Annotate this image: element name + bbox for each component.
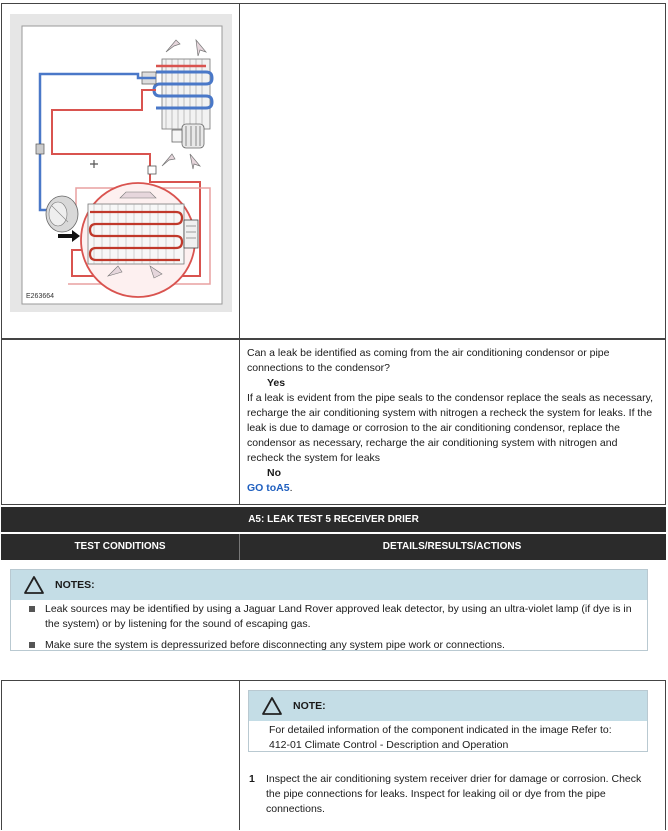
- column-divider: [239, 3, 240, 504]
- bullet-icon: [29, 642, 35, 648]
- table-right-border: [665, 680, 666, 830]
- figure-id: E263664: [26, 293, 54, 300]
- column-header-row: TEST CONDITIONS DETAILS/RESULTS/ACTIONS: [1, 534, 666, 560]
- evaporator-icon: [152, 58, 214, 130]
- bullet-icon: [29, 606, 35, 612]
- warning-triangle-icon: [262, 697, 282, 715]
- compressor-icon: [45, 195, 79, 233]
- no-label: No: [267, 467, 281, 479]
- low-pressure-line: [38, 72, 156, 212]
- note-header: NOTE:: [249, 691, 647, 721]
- col-test-conditions: TEST CONDITIONS: [74, 541, 166, 552]
- step-item: 1 Inspect the air conditioning system re…: [249, 772, 651, 817]
- table-top-border: [1, 3, 666, 4]
- notes-header: NOTES:: [11, 570, 647, 600]
- list-item: Make sure the system is depressurized be…: [11, 638, 647, 653]
- diagram-cell: E263664: [10, 14, 232, 312]
- goto-line: GO toA5.: [247, 481, 657, 496]
- col-details-results: DETAILS/RESULTS/ACTIONS: [382, 541, 522, 552]
- question-cell: Can a leak be identified as coming from …: [247, 346, 657, 496]
- note-text: For detailed information of the componen…: [269, 724, 612, 751]
- table-right-border: [665, 3, 666, 504]
- row-divider: [1, 339, 666, 340]
- row-divider: [1, 504, 666, 505]
- yes-action-text: If a leak is evident from the pipe seals…: [247, 392, 654, 464]
- airflow-arrows-icon: [161, 38, 208, 170]
- condenser-icon: [80, 182, 196, 298]
- list-item: Leak sources may be identified by using …: [11, 602, 647, 632]
- table-left-border: [1, 3, 2, 504]
- goto-a5-link[interactable]: GO toA5: [247, 482, 290, 494]
- column-divider: [239, 680, 240, 830]
- service-port-icon: [35, 143, 45, 155]
- goto-suffix: .: [289, 482, 293, 494]
- pressure-switch-icon: [147, 165, 157, 175]
- table-left-border: [1, 680, 2, 830]
- note-heading: NOTE:: [293, 700, 326, 712]
- yes-label: Yes: [267, 377, 286, 389]
- section-title: A5: LEAK TEST 5 RECEIVER DRIER: [1, 507, 666, 532]
- notes-box: NOTES: Leak sources may be identified by…: [10, 569, 648, 651]
- blower-fan-icon: [171, 123, 205, 149]
- note-text: Make sure the system is depressurized be…: [45, 639, 505, 651]
- warning-triangle-icon: [24, 576, 44, 594]
- ac-system-diagram: E263664: [21, 25, 223, 305]
- step-text: Inspect the air conditioning system rece…: [266, 773, 642, 815]
- note-box: NOTE: For detailed information of the co…: [248, 690, 648, 752]
- notes-heading: NOTES:: [55, 579, 95, 591]
- row-divider: [1, 680, 666, 681]
- note-text: Leak sources may be identified by using …: [45, 603, 632, 630]
- step-number: 1: [249, 773, 255, 785]
- indicator-arrow-icon: [58, 230, 80, 242]
- question-text: Can a leak be identified as coming from …: [247, 347, 610, 374]
- receiver-drier-icon: [183, 219, 199, 249]
